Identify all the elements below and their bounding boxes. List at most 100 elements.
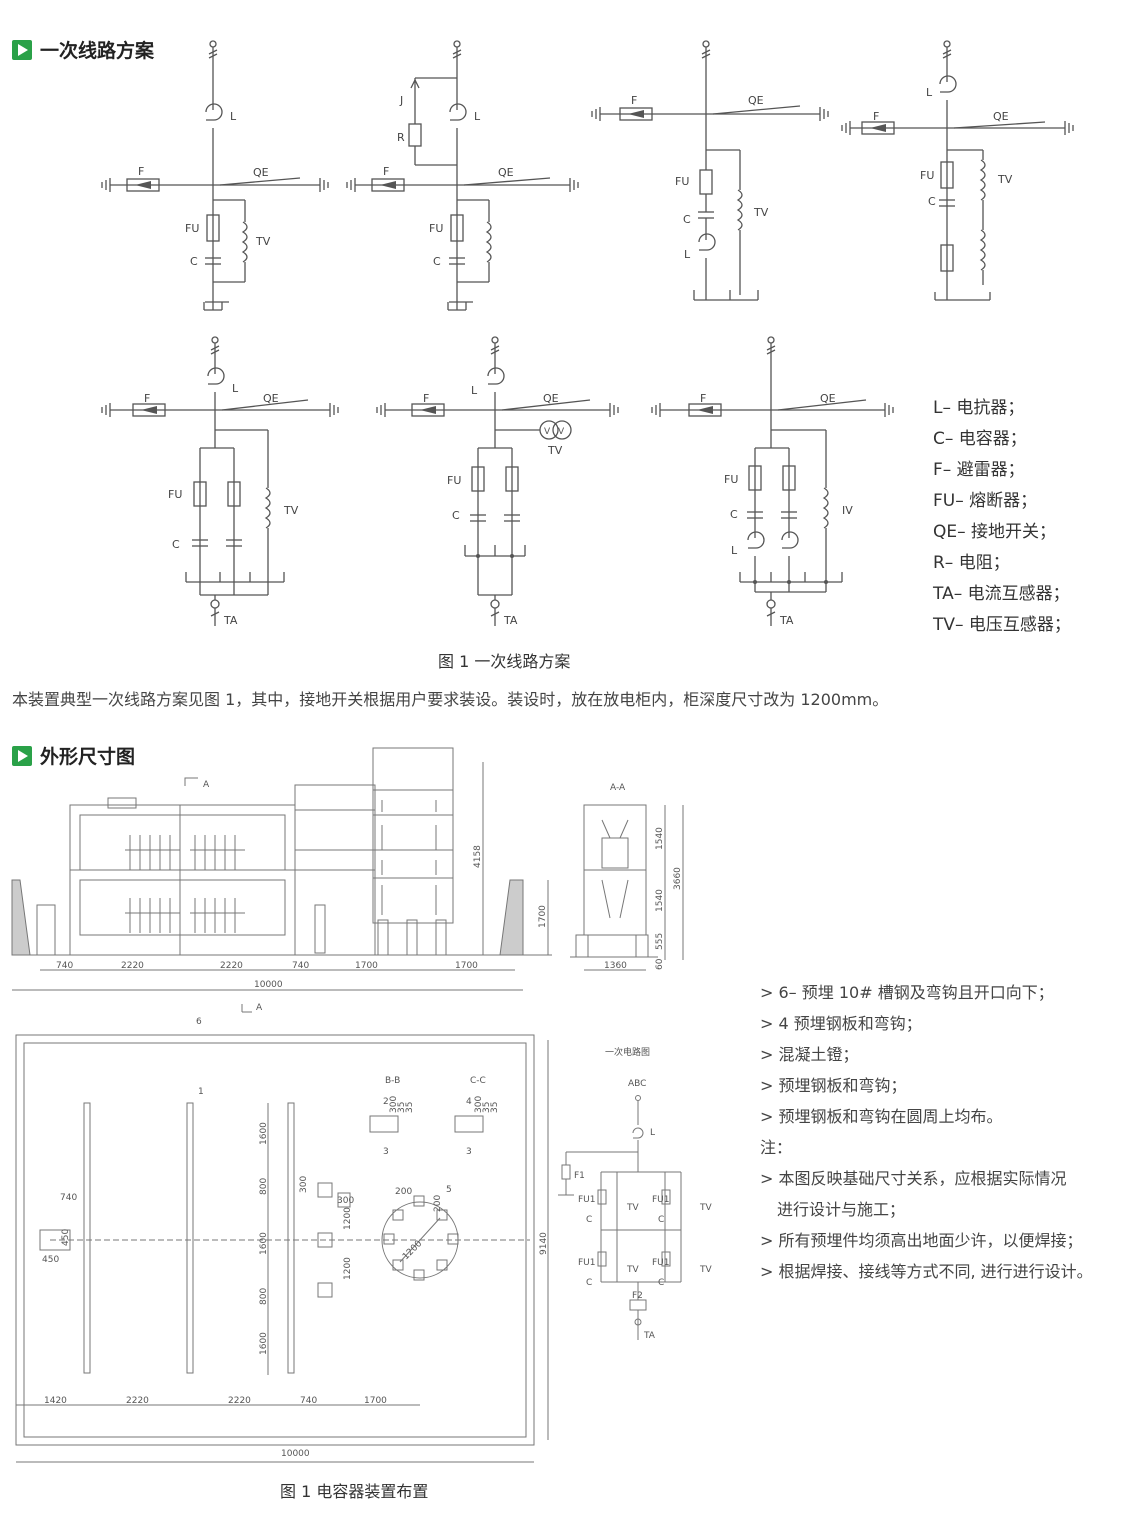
dim-800: 800 [259, 1288, 269, 1305]
dim-1600: 1600 [259, 1232, 269, 1255]
section-title-circuit: 一次线路方案 [12, 36, 154, 63]
label-F: F [144, 392, 150, 405]
label-F: F [631, 94, 637, 107]
label-F: F [873, 110, 879, 123]
label-QE: QE [498, 166, 514, 179]
label-C: C [928, 195, 936, 208]
figure-caption-layout: 图 1 电容器装置布置 [280, 1482, 429, 1501]
circuit-scheme-7: F QE FU C L IV TA [651, 336, 894, 627]
label-primary-circuit: 一次电路图 [605, 1046, 650, 1058]
circuit-scheme-4: L F QE FU C TV [841, 40, 1074, 301]
note-item: > 预埋钢板和弯钩在圆周上均布。 [760, 1107, 1003, 1126]
dim-2220: 2220 [220, 961, 243, 971]
label-FU: FU [675, 175, 689, 188]
note-item: > 所有预埋件均须高出地面少许，以便焊接； [760, 1231, 1083, 1250]
dim-450: 450 [42, 1255, 59, 1265]
label-TA: TA [643, 1331, 656, 1341]
dim-300: 300 [337, 1196, 354, 1206]
label-R: R [397, 131, 405, 144]
play-icon [12, 39, 32, 60]
note-item: > 根据焊接、接线等方式不同, 进行进行设计。 [760, 1262, 1093, 1281]
label-TV: TV [997, 173, 1013, 186]
label-C: C [730, 508, 738, 521]
label-TV: TV [699, 1265, 712, 1275]
mark-5: 5 [446, 1185, 452, 1195]
dim-1420: 1420 [44, 1396, 67, 1406]
mark-1: 1 [198, 1087, 204, 1097]
label-TA: TA [223, 614, 238, 627]
label-C: C [658, 1215, 664, 1225]
capacitor-bank-lower [125, 898, 245, 933]
label-QE: QE [263, 392, 279, 405]
label-TA: TA [779, 614, 794, 627]
label-F1: F1 [574, 1171, 585, 1181]
label-QE: QE [253, 166, 269, 179]
label-TV: TV [547, 444, 563, 457]
legend-item: TV– 电压互感器； [933, 615, 1071, 635]
dim-1700: 1700 [455, 961, 478, 971]
dim-total-10000: 10000 [254, 980, 283, 990]
label-L: L [232, 382, 239, 395]
mark-6: 6 [196, 1017, 202, 1027]
legend-item: C– 电容器； [933, 429, 1027, 449]
label-L: L [926, 86, 933, 99]
label-TV: TV [626, 1265, 639, 1275]
dim-2220: 2220 [126, 1396, 149, 1406]
dim-1600: 1600 [259, 1332, 269, 1355]
note-item: > 6– 预埋 10# 槽钢及弯钩且开口向下； [760, 983, 1054, 1002]
mark-3: 3 [466, 1147, 472, 1157]
section-title-circuit-text: 一次线路方案 [40, 40, 155, 62]
play-icon [12, 745, 32, 766]
circuit-scheme-2: L J R F QE FU C [346, 40, 579, 311]
label-FU1: FU1 [652, 1258, 670, 1268]
label-C: C [683, 213, 691, 226]
dim-740: 740 [60, 1193, 77, 1203]
dim-200: 200 [395, 1187, 412, 1197]
label-C: C [452, 509, 460, 522]
label-C: C [172, 538, 180, 551]
dim-35: 35 [397, 1102, 407, 1113]
mark-3: 3 [383, 1147, 389, 1157]
dim-1540: 1540 [655, 827, 665, 850]
dim-555: 555 [655, 933, 665, 950]
label-TA: TA [503, 614, 518, 627]
label-FU1: FU1 [578, 1195, 596, 1205]
dim-740: 740 [300, 1396, 317, 1406]
label-FU1: FU1 [652, 1195, 670, 1205]
label-TV: TV [626, 1203, 639, 1213]
label-L: L [684, 248, 691, 261]
notes: > 6– 预埋 10# 槽钢及弯钩且开口向下； > 4 预埋钢板和弯钩； > 混… [760, 977, 1093, 1287]
label-F: F [700, 392, 706, 405]
label-FU: FU [724, 473, 738, 486]
label-F2: F2 [632, 1291, 643, 1301]
label-QE: QE [993, 110, 1009, 123]
note-heading: 注： [760, 1138, 793, 1157]
label-FU: FU [185, 222, 199, 235]
section-aa-labels: A-A 1540 1540 555 60 3660 1360 [604, 783, 683, 971]
svg-text:V: V [558, 427, 565, 437]
legend-item: R– 电阻； [933, 553, 1010, 573]
label-AA: A-A [610, 783, 626, 793]
note-item: > 4 预埋钢板和弯钩； [760, 1014, 922, 1033]
label-C: C [658, 1278, 664, 1288]
legend: L– 电抗器； C– 电容器； F– 避雷器； FU– 熔断器； QE– 接地开… [933, 393, 1071, 641]
dim-1540: 1540 [655, 889, 665, 912]
dim-740: 740 [56, 961, 73, 971]
label-IV: IV [842, 504, 853, 517]
section-title-dimensions-text: 外形尺寸图 [40, 746, 136, 768]
label-QE: QE [748, 94, 764, 107]
dim-60: 60 [655, 958, 665, 970]
dim-total-10000: 10000 [281, 1449, 310, 1459]
dim-1700: 1700 [364, 1396, 387, 1406]
dim-2220: 2220 [228, 1396, 251, 1406]
label-L: L [471, 384, 478, 397]
label-QE: QE [543, 392, 559, 405]
label-L: L [731, 544, 738, 557]
elevation-dim-labels: 740 2220 2220 740 1700 1700 10000 4158 1… [56, 845, 548, 990]
dim-1200: 1200 [343, 1207, 353, 1230]
plan-labels: A 6 1 740 450 450 300 300 1200 1200 200 … [42, 1003, 549, 1459]
dim-300: 300 [474, 1096, 484, 1113]
label-section-A: A [203, 780, 210, 790]
dim-450: 450 [61, 1229, 71, 1246]
